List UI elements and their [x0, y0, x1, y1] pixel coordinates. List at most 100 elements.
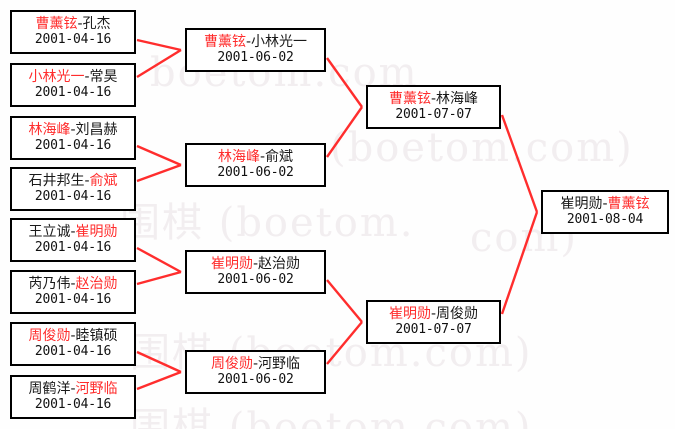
match-date: 2001-04-16: [34, 138, 112, 154]
connector-line: [500, 114, 539, 213]
match-date: 2001-04-16: [34, 32, 112, 48]
player-two: 俞斌: [89, 173, 118, 190]
player-two: 赵治勋: [75, 276, 118, 293]
match-date: 2001-04-16: [34, 189, 112, 205]
connector-line: [136, 163, 182, 183]
player-two: 小林光一: [251, 34, 308, 51]
match-players: 周俊勋-河野临: [211, 357, 300, 372]
match-date: 2001-07-07: [395, 322, 472, 338]
player-separator: -: [252, 256, 259, 273]
match-players: 王立诚-崔明勋: [28, 225, 117, 240]
player-separator: -: [84, 69, 90, 86]
player-one: 崔明勋: [560, 196, 603, 213]
player-one: 周鹤洋: [28, 381, 71, 398]
connector-line: [326, 279, 363, 323]
player-one: 林海峰: [28, 122, 71, 139]
player-one: 崔明勋: [210, 256, 253, 273]
player-two: 刘昌赫: [75, 122, 118, 139]
connector-line: [136, 144, 182, 167]
player-one: 石井邦生: [28, 173, 85, 190]
player-two: 周俊勋: [436, 306, 479, 323]
match-players: 石井邦生-俞斌: [28, 174, 117, 189]
player-separator: -: [430, 91, 437, 108]
match-players: 小林光一-常昊: [28, 70, 117, 85]
player-one: 林海峰: [217, 149, 260, 166]
player-one: 崔明勋: [388, 306, 431, 323]
match-date: 2001-06-02: [217, 372, 294, 388]
player-separator: -: [70, 381, 76, 398]
match-date: 2001-04-16: [34, 397, 112, 413]
player-one: 王立诚: [28, 224, 71, 241]
player-two: 曹薰铉: [607, 196, 650, 213]
connector-line: [326, 106, 363, 158]
match-date: 2001-07-07: [395, 107, 472, 123]
player-one: 周俊勋: [28, 328, 71, 345]
match-date: 2001-06-02: [217, 50, 294, 66]
connector-line: [136, 246, 182, 274]
player-separator: -: [70, 328, 76, 345]
match-players: 林海峰-刘昌赫: [28, 123, 117, 138]
match-players: 崔明勋-周俊勋: [389, 307, 478, 322]
player-two: 睦镇硕: [75, 328, 118, 345]
player-separator: -: [70, 276, 76, 293]
watermark-text: 围棋 (boetom.: [120, 200, 415, 246]
player-one: 小林光一: [28, 69, 85, 86]
player-separator: -: [252, 356, 259, 373]
match-players: 林海峰-俞斌: [218, 150, 293, 165]
player-one: 曹薰铉: [203, 34, 246, 51]
watermark-text: (boetom.com): [330, 125, 634, 171]
connector-line: [326, 321, 363, 365]
player-separator: -: [77, 16, 83, 33]
match-date: 2001-04-16: [34, 344, 112, 360]
connector-line: [326, 57, 363, 108]
match-date: 2001-04-16: [34, 85, 112, 101]
match-players: 周俊勋-睦镇硕: [28, 329, 117, 344]
player-separator: -: [70, 224, 76, 241]
player-one: 曹薰铉: [388, 91, 431, 108]
player-one: 周俊勋: [210, 356, 253, 373]
player-one: 芮乃伟: [28, 276, 71, 293]
player-two: 崔明勋: [75, 224, 118, 241]
match-players: 芮乃伟-赵治勋: [28, 277, 117, 292]
player-two: 河野临: [75, 381, 118, 398]
player-two: 林海峰: [436, 91, 479, 108]
connector-line: [136, 370, 182, 391]
player-separator: -: [259, 149, 266, 166]
player-two: 河野临: [258, 356, 301, 373]
match-date: 2001-04-16: [34, 292, 112, 308]
player-separator: -: [245, 34, 252, 51]
player-two: 孔杰: [82, 16, 111, 33]
connector-line: [136, 350, 182, 374]
match-players: 曹薰铉-林海峰: [389, 92, 478, 107]
connector-line: [136, 270, 182, 286]
match-date: 2001-08-04: [566, 212, 644, 228]
player-separator: -: [602, 196, 608, 213]
watermark-text: 围棋 (boetom.com): [130, 405, 533, 429]
player-separator: -: [70, 122, 76, 139]
connector-line: [136, 48, 182, 79]
connector-line: [136, 38, 182, 52]
match-date: 2001-06-02: [217, 272, 294, 288]
match-players: 曹薰铉-小林光一: [204, 35, 307, 50]
match-players: 曹薰铉-孔杰: [35, 17, 110, 32]
match-date: 2001-04-16: [34, 240, 112, 256]
connector-line: [500, 211, 539, 315]
player-two: 俞斌: [265, 149, 294, 166]
match-players: 周鹤洋-河野临: [28, 382, 117, 397]
